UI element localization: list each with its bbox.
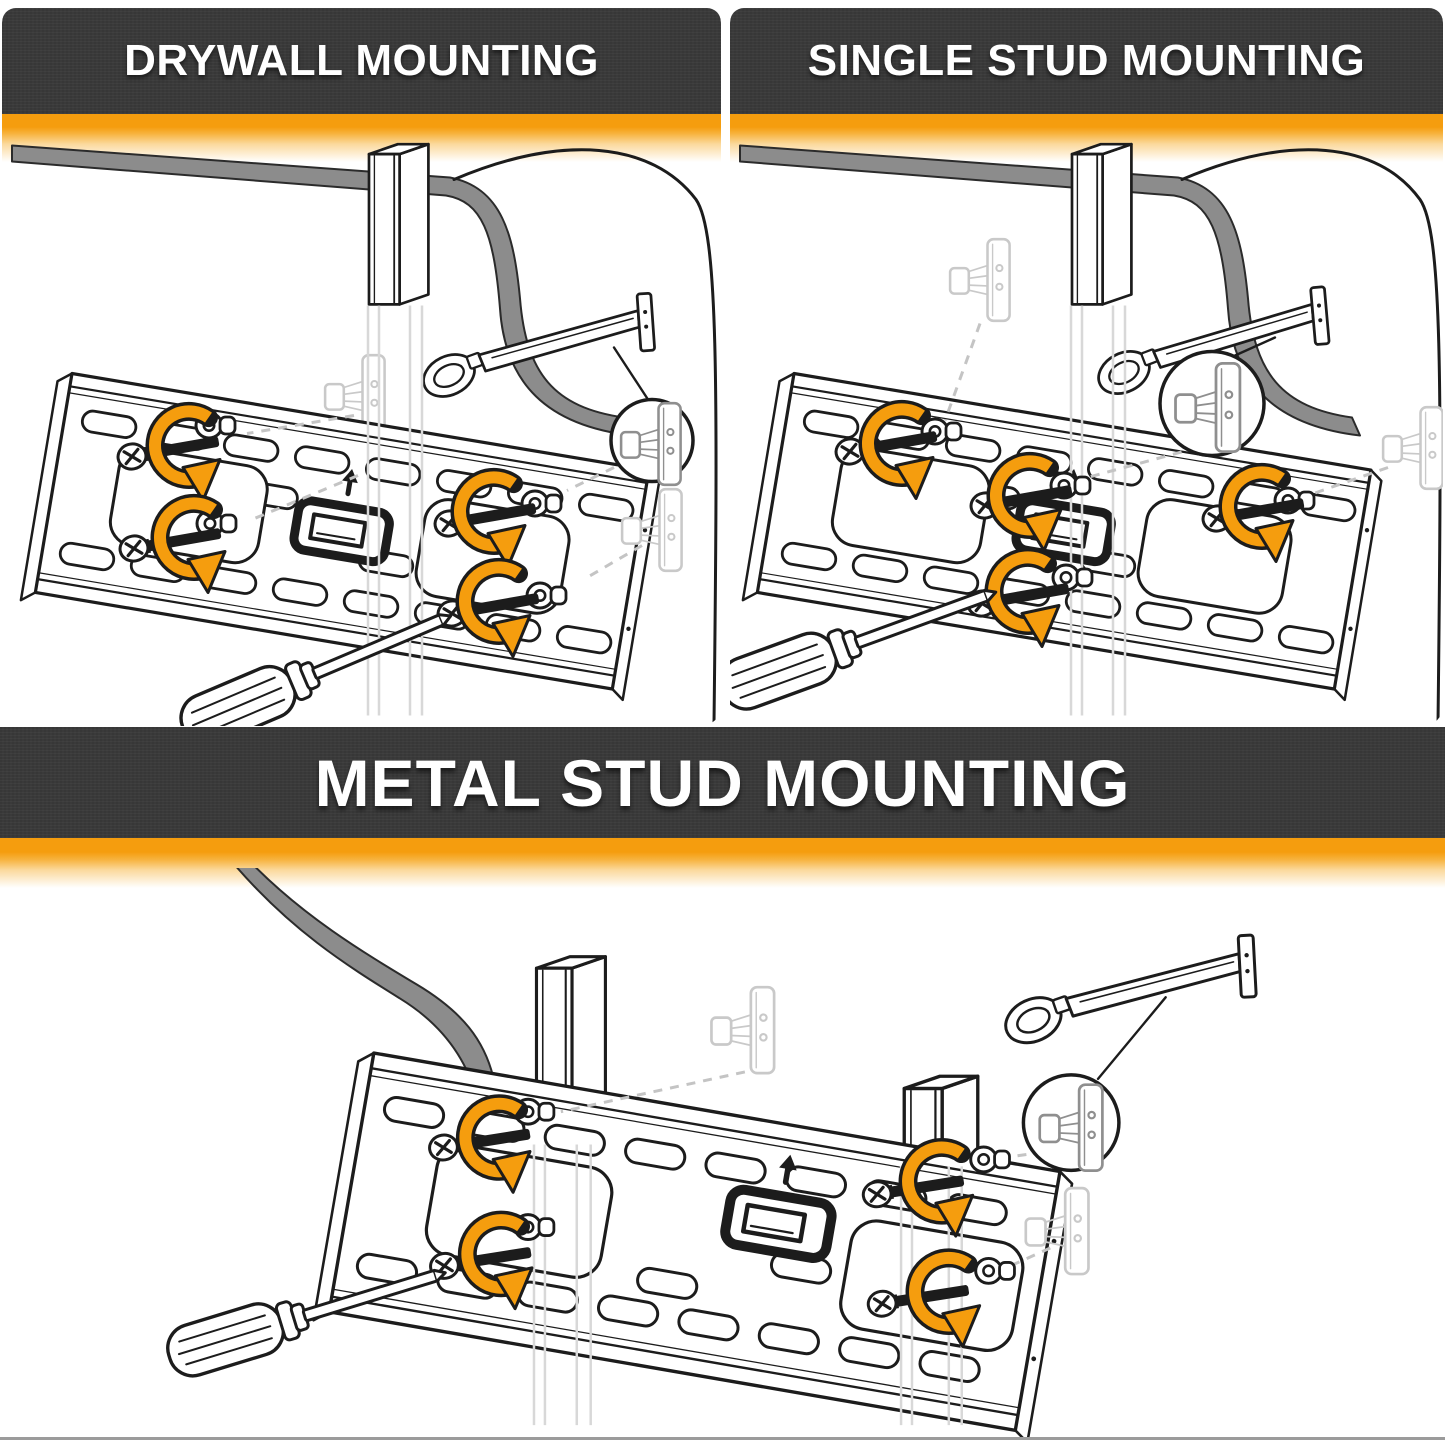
panel-drywall: DRYWALL MOUNTING: [2, 3, 721, 726]
toggle-anchor-icon: [948, 237, 1011, 323]
snap-toggle-tool-icon: [993, 933, 1260, 1054]
washer-icon: [969, 1145, 1011, 1174]
magnifier-leader-line: [1233, 336, 1277, 357]
single-stud-illustration: [730, 115, 1443, 726]
panel-single-stud: SINGLE STUD MOUNTING: [730, 3, 1443, 726]
wall-plate: [21, 371, 661, 700]
ghost-stud-lines: [1069, 305, 1127, 716]
panel-title: SINGLE STUD MOUNTING: [807, 36, 1366, 85]
washer-icon: [974, 1256, 1016, 1285]
metal-stud-illustration: [0, 859, 1445, 1437]
magnifier-leader-line: [612, 346, 650, 401]
stud-icon: [367, 142, 430, 306]
toggle-anchor-icon: [1381, 405, 1443, 491]
panel-metal-stud-header: METAL STUD MOUNTING: [0, 727, 1445, 838]
panel-single-stud-header: SINGLE STUD MOUNTING: [730, 8, 1443, 114]
panel-title: METAL STUD MOUNTING: [314, 745, 1131, 820]
drywall-illustration: [2, 115, 721, 726]
panel-title: DRYWALL MOUNTING: [124, 36, 599, 85]
magnifier-leader-line: [1096, 996, 1167, 1081]
orange-accent-strip: [0, 838, 1445, 896]
bottom-divider: [0, 1437, 1445, 1440]
toggle-anchor-icon: [710, 985, 776, 1075]
panel-drywall-header: DRYWALL MOUNTING: [2, 8, 721, 114]
stud-icon: [1070, 142, 1133, 306]
magnifier-circle: [1021, 1073, 1121, 1173]
dashed-guide-lines: [943, 322, 1389, 499]
magnifier-circle: [1158, 349, 1266, 458]
dashed-guide-lines: [246, 414, 643, 579]
magnifier-circle: [609, 397, 695, 487]
